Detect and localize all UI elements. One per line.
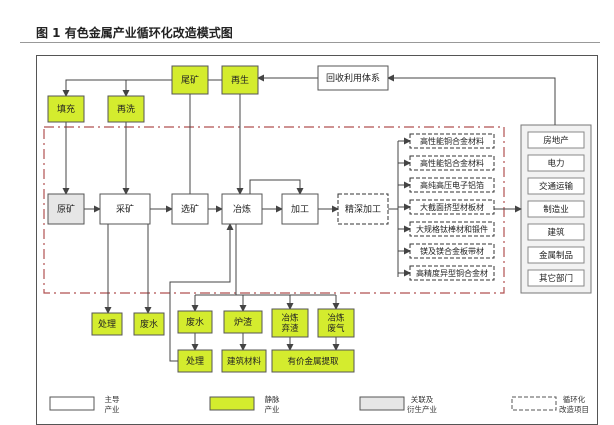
- node-feishui1: 废水: [133, 312, 165, 336]
- legend-swatch: [49, 396, 95, 411]
- product-3-label: 高纯高压电子铝箔: [420, 180, 484, 190]
- legend-label: 静脉: [265, 394, 280, 404]
- sector-6: 金属制品: [527, 246, 585, 264]
- node-qizha-label: 弃渣: [281, 323, 299, 334]
- legend-swatch: [359, 396, 405, 411]
- product-6-label: 镁及镁合金板带材: [420, 246, 484, 256]
- product-4-label: 大截面挤型材板材: [420, 202, 484, 212]
- legend-label: 主导: [105, 394, 120, 404]
- node-jiagong-label: 加工: [291, 204, 309, 215]
- node-tianchong-label: 填充: [57, 103, 75, 115]
- edge-weikuang-tianchong: [62, 79, 172, 97]
- node-jingshen: 精深加工: [337, 193, 389, 225]
- node-chuli2-label: 处理: [186, 355, 204, 367]
- sector-4-label: 制造业: [543, 204, 569, 215]
- node-youjia: 有价金属提取: [271, 349, 355, 373]
- node-youjia-label: 有价金属提取: [287, 356, 339, 367]
- node-feishui2: 废水: [177, 310, 213, 334]
- sector-3-label: 交通运输: [539, 181, 574, 192]
- sector-7-label: 其它部门: [539, 273, 573, 284]
- node-jianzhu-label: 建筑材料: [227, 356, 262, 367]
- node-xuankuang: 选矿: [171, 193, 209, 225]
- sector-5-label: 建筑: [547, 227, 565, 238]
- node-luzha: 炉渣: [223, 310, 263, 334]
- node-tianchong: 填充: [47, 95, 85, 123]
- node-caikuang: 采矿: [99, 193, 151, 225]
- node-yuankuang: 原矿: [47, 193, 85, 225]
- node-qizha-label: 冶炼: [281, 313, 299, 324]
- legend-label: 衍生产业: [407, 404, 437, 414]
- sector-3: 交通运输: [527, 177, 585, 195]
- product-5-label: 大规格钛棒材和锻件: [416, 224, 488, 234]
- node-yelian-label: 冶炼: [233, 203, 251, 215]
- legend-label: 产业: [105, 404, 120, 414]
- title-bar: [20, 12, 600, 43]
- node-zaixi: 再洗: [107, 95, 145, 123]
- legend-label: 关联及: [411, 394, 434, 404]
- legend-label: 循环化: [563, 394, 586, 404]
- product-5: 大规格钛棒材和锻件: [409, 221, 495, 237]
- node-jiagong: 加工: [281, 193, 319, 225]
- sector-1-label: 房地产: [543, 135, 569, 146]
- product-7-label: 高精度异型铜合金材: [416, 268, 488, 278]
- page-title: 图 1 有色金属产业循环化改造模式图: [36, 26, 233, 40]
- product-1: 高性能铜合金材料: [409, 133, 495, 149]
- sector-5: 建筑: [527, 223, 585, 241]
- node-huishou: 回收利用体系: [317, 65, 389, 91]
- node-chuli2: 处理: [177, 349, 213, 373]
- product-3: 高纯高压电子铝箔: [409, 177, 495, 193]
- sector-1: 房地产: [527, 131, 585, 149]
- product-6: 镁及镁合金板带材: [409, 243, 495, 259]
- node-luzha-label: 炉渣: [234, 316, 252, 328]
- node-huishou-label: 回收利用体系: [326, 72, 380, 84]
- sector-6-label: 金属制品: [539, 250, 573, 261]
- node-feishui1-label: 废水: [140, 318, 158, 330]
- legend-label: 产业: [265, 404, 280, 414]
- node-jingshen-label: 精深加工: [345, 203, 381, 215]
- edge-recycle-to-yelian: [169, 223, 234, 362]
- circular-economy-zone: [43, 126, 505, 294]
- node-feiqi-label: 冶炼: [327, 313, 345, 324]
- edge-yelian-jiagong-loop: [249, 179, 304, 195]
- node-zaisheng-label: 再生: [231, 74, 249, 86]
- node-yelian: 冶炼: [221, 193, 263, 225]
- edge-sectors-huishou: [387, 74, 556, 125]
- node-zaixi-label: 再洗: [117, 103, 135, 115]
- node-yuankuang-label: 原矿: [57, 203, 75, 215]
- product-1-label: 高性能铜合金材料: [420, 136, 484, 146]
- legend-swatch: [209, 396, 255, 411]
- product-7: 高精度异型铜合金材: [409, 265, 495, 281]
- node-weikuang-label: 尾矿: [181, 74, 199, 86]
- node-feiqi-label: 废气: [327, 323, 345, 334]
- legend-swatch: [511, 396, 557, 411]
- legend-label: 改造项目: [559, 404, 589, 414]
- product-2-label: 高性能铝合金材料: [420, 158, 484, 168]
- product-2: 高性能铝合金材料: [409, 155, 495, 171]
- node-chuli1-label: 处理: [98, 318, 116, 330]
- node-xuankuang-label: 选矿: [181, 203, 199, 215]
- product-4: 大截面挤型材板材: [409, 199, 495, 215]
- sector-2: 电力: [527, 154, 585, 172]
- node-caikuang-label: 采矿: [116, 203, 134, 215]
- node-weikuang: 尾矿: [171, 65, 209, 95]
- node-jianzhu: 建筑材料: [221, 349, 267, 373]
- sector-2-label: 电力: [547, 158, 564, 169]
- sector-4: 制造业: [527, 200, 585, 218]
- sector-7: 其它部门: [527, 269, 585, 287]
- node-chuli1: 处理: [91, 312, 123, 336]
- node-feishui2-label: 废水: [186, 316, 204, 328]
- node-zaisheng: 再生: [221, 65, 259, 95]
